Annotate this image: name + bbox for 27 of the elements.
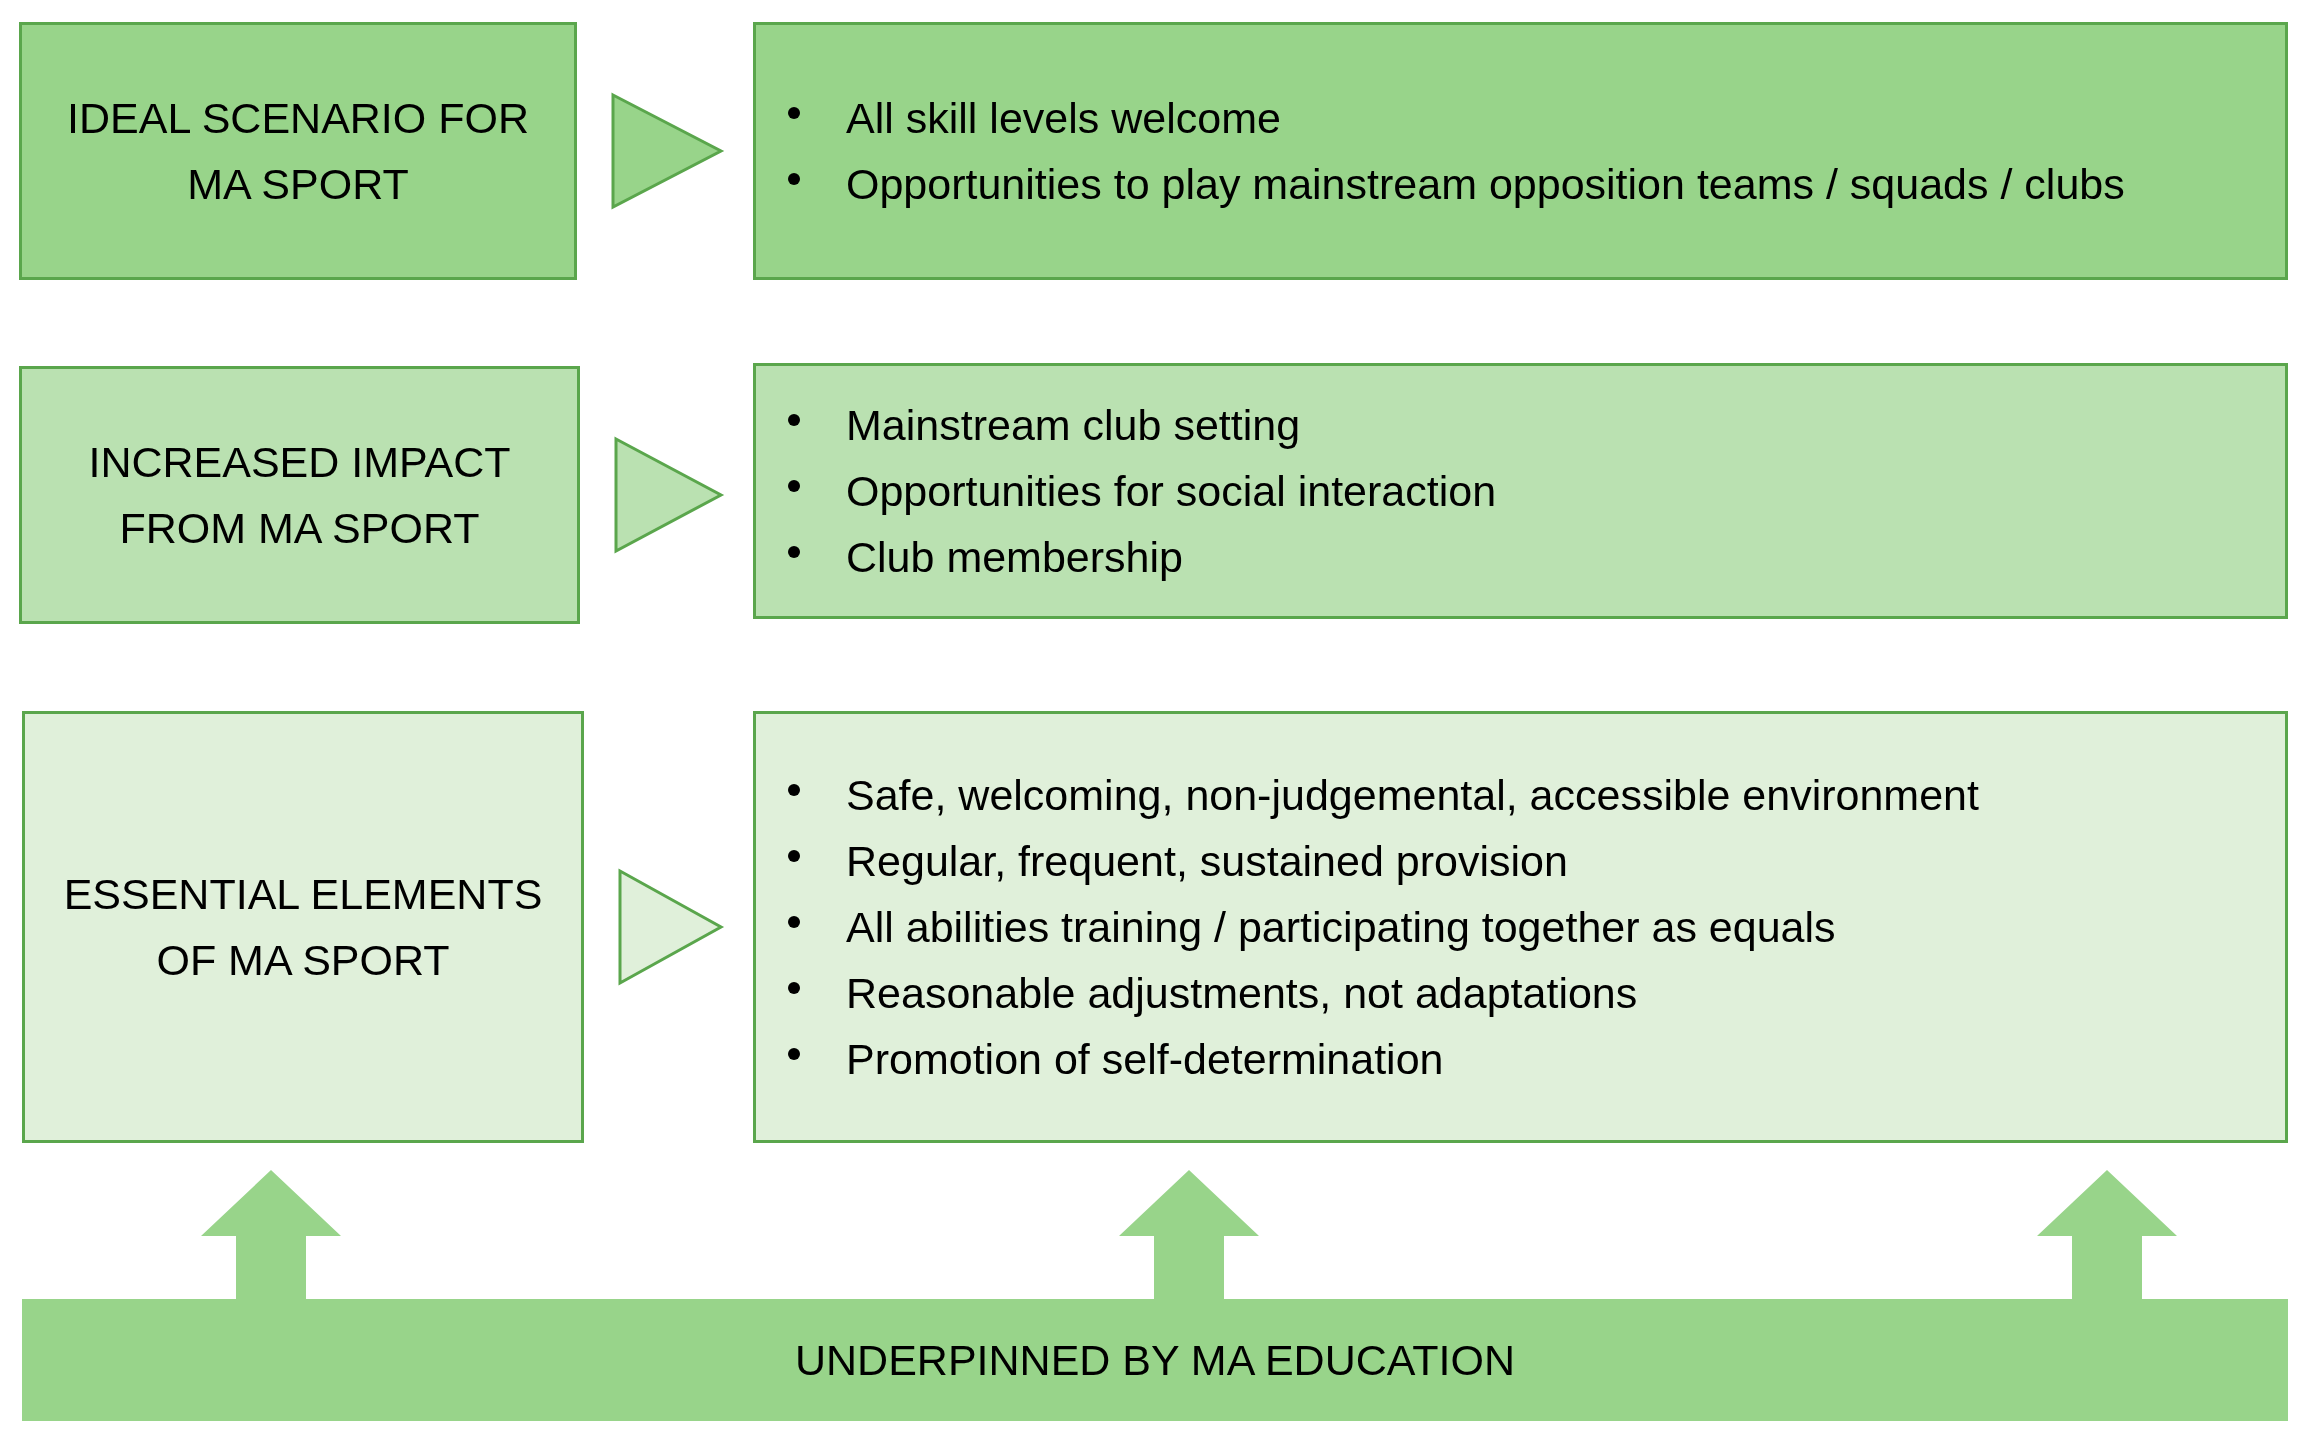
list-box <box>753 711 2288 1143</box>
level-title: INCREASED IMPACT FROM MA SPORT <box>87 437 512 554</box>
bar-label: UNDERPINNED BY MA EDUCATION <box>795 1335 1515 1386</box>
foundation-bar <box>22 1299 2288 1421</box>
level-title: IDEAL SCENARIO FOR MA SPORT <box>66 93 530 210</box>
list-box <box>753 363 2288 619</box>
triangle-arrow <box>611 92 725 210</box>
list-item: Safe, welcoming, non-judgemental, accessible environment <box>846 770 1979 821</box>
list-item: All abilities training / participating together as equals <box>846 902 1836 953</box>
level-title: ESSENTIAL ELEMENTS OF MA SPORT <box>62 869 544 986</box>
list-item: Reasonable adjustments, not adaptations <box>846 968 1638 1019</box>
list-item: Opportunities to play mainstream opposition teams / squads / clubs <box>846 159 2125 210</box>
level-box <box>22 711 584 1143</box>
list-item: Promotion of self-determination <box>846 1034 1444 1085</box>
block-arrow <box>2037 1170 2177 1299</box>
level-box <box>19 366 580 624</box>
list-item: All skill levels welcome <box>846 93 1281 144</box>
block-arrow <box>1119 1170 1259 1299</box>
triangle-arrow <box>614 436 725 554</box>
list-item: Opportunities for social interaction <box>846 466 1497 517</box>
level-box <box>19 22 577 280</box>
list-item: Regular, frequent, sustained provision <box>846 836 1568 887</box>
triangle-arrow <box>618 868 725 986</box>
list-item: Mainstream club setting <box>846 400 1301 451</box>
list-box <box>753 22 2288 280</box>
block-arrow <box>201 1170 341 1299</box>
list-item: Club membership <box>846 532 1183 583</box>
